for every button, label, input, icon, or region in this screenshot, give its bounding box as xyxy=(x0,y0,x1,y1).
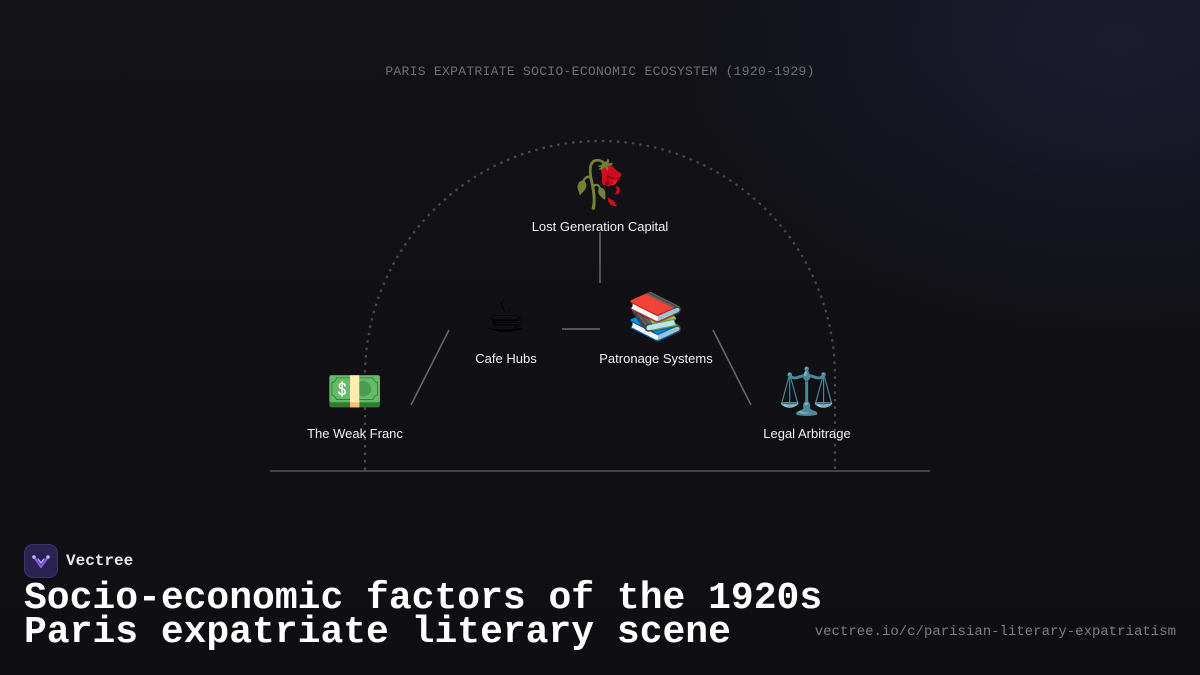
vectree-logo-icon xyxy=(24,544,58,578)
headline-line-2: Paris expatriate literary scene xyxy=(24,611,731,654)
node-legal-arbitrage: ⚖️ Legal Arbitrage xyxy=(763,364,850,441)
diagram-title: PARIS EXPATRIATE SOCIO-ECONOMIC ECOSYSTE… xyxy=(385,64,814,79)
node-label: Patronage Systems xyxy=(599,351,713,366)
headline: Socio-economic factors of the 1920s Pari… xyxy=(24,577,823,654)
wilted-flower-icon: 🥀 xyxy=(571,156,628,211)
headline-line-1: Socio-economic factors of the 1920s xyxy=(24,577,823,620)
source-url[interactable]: vectree.io/c/parisian-literary-expatriat… xyxy=(814,624,1176,640)
node-lost-generation-capital: 🥀 Lost Generation Capital xyxy=(532,156,669,234)
balance-scale-icon: ⚖️ xyxy=(778,364,835,418)
hot-beverage-icon: ☕ xyxy=(485,289,526,343)
connector-franc-cafe xyxy=(410,329,450,406)
brand-name: Vectree xyxy=(66,552,134,570)
node-the-weak-franc: 💵 The Weak Franc xyxy=(307,364,403,441)
brand: Vectree xyxy=(24,544,133,578)
node-cafe-hubs: ☕ Cafe Hubs xyxy=(475,289,537,366)
node-label: Lost Generation Capital xyxy=(532,219,669,234)
node-patronage-systems: 📚 Patronage Systems xyxy=(599,289,713,366)
node-label: Legal Arbitrage xyxy=(763,426,850,441)
node-label: Cafe Hubs xyxy=(475,351,537,366)
books-icon: 📚 xyxy=(627,289,684,343)
node-label: The Weak Franc xyxy=(307,426,403,441)
connector-patronage-legal xyxy=(712,329,752,406)
dollar-banknote-icon: 💵 xyxy=(326,364,383,418)
